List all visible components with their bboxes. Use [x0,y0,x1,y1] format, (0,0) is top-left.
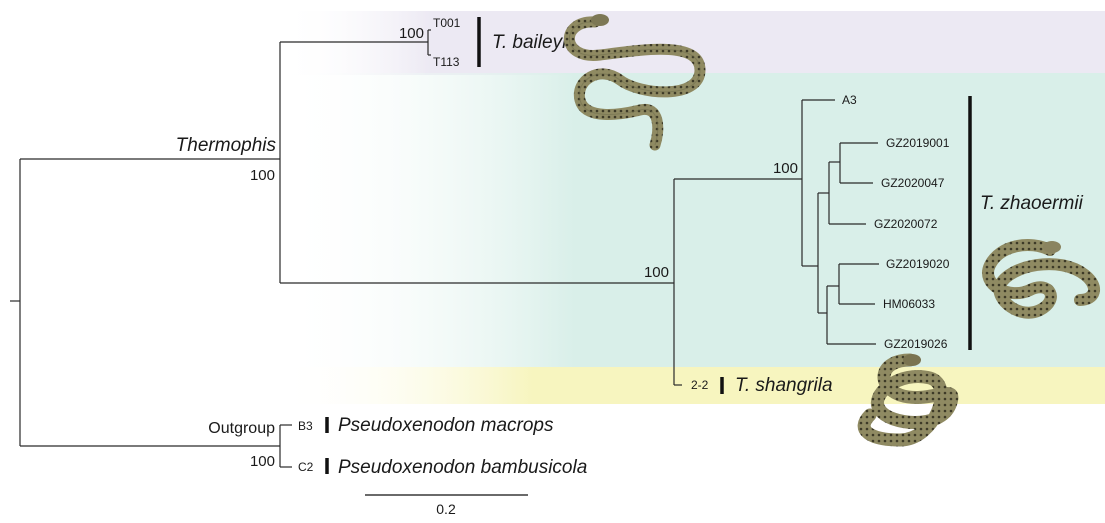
tip-hm06033: HM06033 [883,297,935,311]
species-shangrila: T. shangrila [735,375,833,396]
species-macrops: Pseudoxenodon macrops [338,415,554,436]
tip-gz2020047: GZ2020047 [881,176,945,190]
tip-gz2019026: GZ2019026 [884,337,948,351]
species-baileyi: T. baileyi [492,32,567,53]
species-zhaoermii: T. zhaoermii [980,193,1084,214]
tip-t001: T001 [433,16,461,30]
scale-bar-label: 0.2 [436,501,456,517]
species-bambusicola: Pseudoxenodon bambusicola [338,457,587,478]
tip-c2: C2 [298,460,314,474]
support-zhaoermii: 100 [773,160,798,177]
tip-t113: T113 [433,55,460,69]
genus-label: Thermophis [176,135,277,156]
tip-gz2020072: GZ2020072 [874,217,938,231]
support-outgroup: 100 [250,453,275,470]
support-root: 100 [250,167,275,184]
support-baileyi: 100 [399,25,424,42]
zhaoermii-clade-band [280,73,1105,367]
baileyi-clade-band [280,11,1105,75]
tip-2-2: 2-2 [691,378,709,392]
support-internal: 100 [644,264,669,281]
outgroup-label: Outgroup [208,420,275,437]
tip-a3: A3 [842,93,857,107]
tip-b3: B3 [298,419,313,433]
tip-gz2019001: GZ2019001 [886,136,950,150]
tip-gz2019020: GZ2019020 [886,257,950,271]
